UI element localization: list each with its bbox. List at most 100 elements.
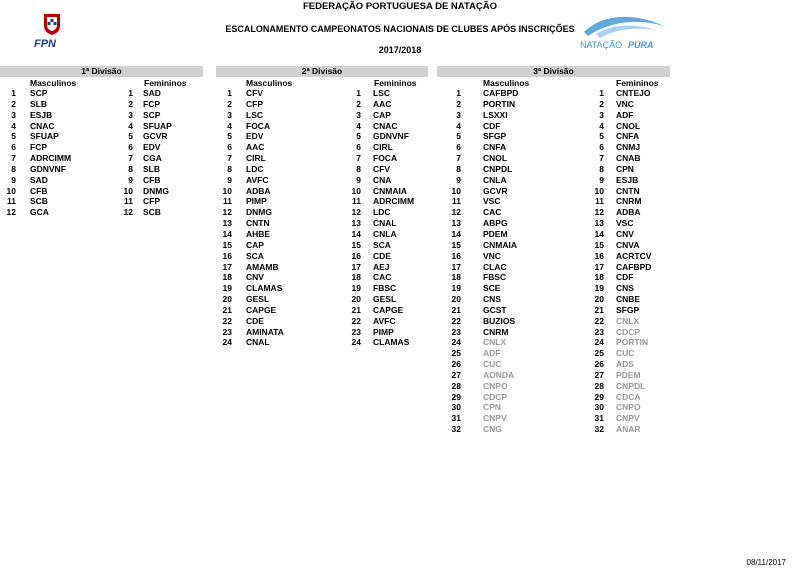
masculinos-rank: 31 [451, 413, 461, 424]
femininos-club: CUC [616, 348, 635, 359]
femininos-club: AVFC [373, 315, 396, 326]
femininos-rank: 5 [356, 131, 361, 142]
femininos-club: PORTIN [616, 337, 649, 348]
femininos-club: SFGP [616, 304, 640, 315]
femininos-rank: 16 [351, 250, 361, 261]
masculinos-rank: 3 [227, 109, 232, 120]
masculinos-club: CNS [483, 294, 501, 305]
femininos-rank: 27 [594, 369, 604, 380]
femininos-rank: 12 [123, 207, 133, 218]
femininos-rank: 2 [128, 98, 133, 109]
division-title: 2ª Divisão [216, 66, 428, 77]
femininos-club: CNAL [373, 218, 397, 229]
femininos-header: Femininos [374, 78, 417, 88]
femininos-rank: 11 [352, 196, 361, 207]
femininos-rank: 18 [594, 272, 604, 283]
femininos-rank: 11 [595, 196, 604, 207]
femininos-club: CAPGE [373, 304, 404, 315]
masculinos-rank: 8 [227, 163, 232, 174]
femininos-club: CNMAIA [373, 185, 407, 196]
masculinos-club: AAC [246, 142, 265, 153]
masculinos-club: CAPGE [246, 304, 277, 315]
femininos-rank: 23 [351, 326, 361, 337]
masculinos-club: CAC [483, 207, 502, 218]
femininos-rank: 4 [599, 120, 604, 131]
femininos-club: ADBA [616, 207, 641, 218]
svg-text:NATAÇÃO: NATAÇÃO [580, 40, 622, 50]
femininos-rank: 2 [599, 98, 604, 109]
masculinos-club: PIMP [246, 196, 267, 207]
femininos-club: CNPV [616, 413, 640, 424]
masculinos-rank: 18 [222, 272, 232, 283]
masculinos-rank: 29 [451, 391, 461, 402]
femininos-club: VNC [616, 98, 634, 109]
masculinos-club: AMAMB [246, 261, 279, 272]
masculinos-rank: 28 [451, 380, 461, 391]
femininos-rank: 17 [351, 261, 361, 272]
masculinos-club: CNTN [246, 218, 270, 229]
femininos-rank: 9 [128, 174, 133, 185]
masculinos-club: CAFBPD [483, 88, 519, 98]
femininos-rank: 25 [594, 348, 604, 359]
femininos-rank: 20 [351, 294, 361, 305]
femininos-club: SAD [143, 88, 161, 98]
masculinos-rank: 11 [223, 196, 232, 207]
femininos-club: CNRM [616, 196, 642, 207]
femininos-rank: 5 [128, 131, 133, 142]
femininos-rank: 13 [594, 218, 604, 229]
femininos-rank: 10 [351, 185, 361, 196]
masculinos-club: GCA [30, 207, 49, 218]
masculinos-rank: 12 [6, 207, 16, 218]
femininos-rank: 8 [599, 163, 604, 174]
femininos-rank: 26 [594, 359, 604, 370]
masculinos-club: ABPG [483, 218, 508, 229]
femininos-club: EDV [143, 142, 161, 153]
masculinos-rank: 3 [11, 109, 16, 120]
masculinos-rank: 20 [451, 294, 461, 305]
masculinos-club: CNMAIA [483, 239, 517, 250]
femininos-club: CLAMAS [373, 337, 410, 348]
masculinos-club: GESL [246, 294, 270, 305]
femininos-club: LDC [373, 207, 391, 218]
masculinos-rank: 2 [227, 98, 232, 109]
femininos-club: PIMP [373, 326, 394, 337]
masculinos-club: SCE [483, 283, 501, 294]
season-label: 2017/2018 [378, 45, 422, 55]
document-date: 08/11/2017 [746, 558, 786, 567]
masculinos-rank: 1 [227, 88, 232, 98]
femininos-club: PDEM [616, 369, 641, 380]
masculinos-club: CNOL [483, 153, 508, 164]
femininos-club: CNTEJO [616, 88, 651, 98]
fpn-logo: FPN [34, 14, 60, 50]
masculinos-rank: 6 [227, 142, 232, 153]
masculinos-rank: 8 [11, 163, 16, 174]
masculinos-rank: 10 [451, 185, 461, 196]
masculinos-rank: 5 [11, 131, 16, 142]
masculinos-club: SCA [246, 250, 264, 261]
masculinos-rank: 12 [222, 207, 232, 218]
femininos-rank: 22 [351, 315, 361, 326]
masculinos-rank: 22 [222, 315, 232, 326]
masculinos-rank: 6 [456, 142, 461, 153]
